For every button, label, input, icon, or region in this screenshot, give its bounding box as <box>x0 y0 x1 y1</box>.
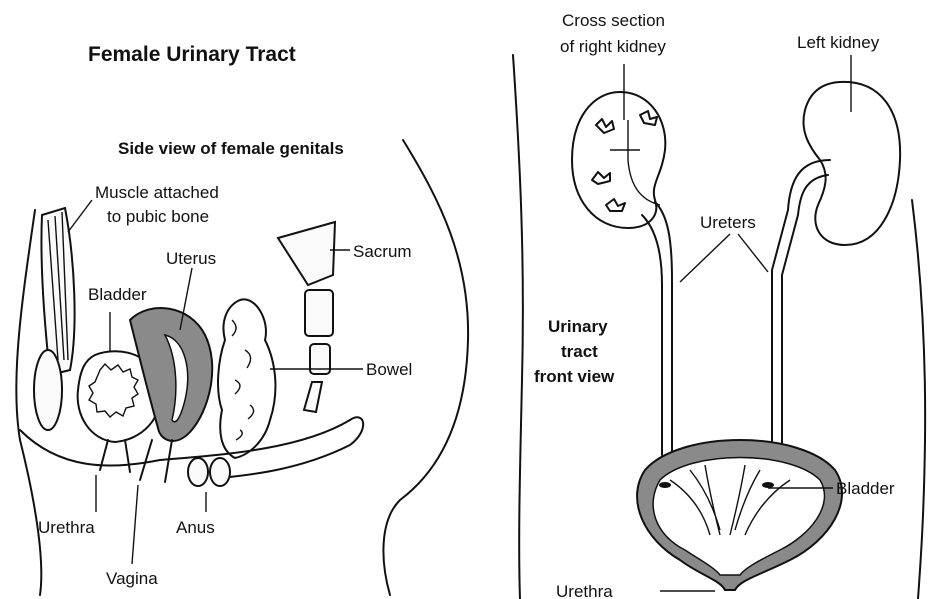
side-view-heading: Side view of female genitals <box>118 139 344 158</box>
diagram-title: Female Urinary Tract <box>88 43 296 66</box>
label-muscle-line2: to pubic bone <box>107 207 209 226</box>
label-anus: Anus <box>176 518 215 537</box>
sacrum-side <box>278 222 335 412</box>
left-panel: Female Urinary Tract Side view of female… <box>16 43 468 595</box>
front-view-heading-line1: Urinary <box>548 317 608 336</box>
label-bladder: Bladder <box>88 285 147 304</box>
label-bladder-front: Bladder <box>836 479 895 498</box>
label-left-kidney: Left kidney <box>797 33 880 52</box>
label-cross-section-line1: Cross section <box>562 11 665 30</box>
body-outline-left <box>513 55 523 599</box>
label-ureters: Ureters <box>700 213 756 232</box>
label-urethra-front: Urethra <box>556 582 613 599</box>
right-panel: Cross section of right kidney Left kidne… <box>513 11 925 599</box>
label-muscle-line1: Muscle attached <box>95 183 219 202</box>
front-view-heading-line2: tract <box>561 342 598 361</box>
right-kidney-cross-section <box>572 92 665 228</box>
ureters <box>642 160 830 455</box>
label-sacrum: Sacrum <box>353 242 412 261</box>
label-cross-section-line2: of right kidney <box>560 37 666 56</box>
front-view-heading-line3: front view <box>534 367 615 386</box>
label-bowel: Bowel <box>366 360 412 379</box>
pubic-muscle <box>34 208 75 430</box>
label-vagina: Vagina <box>106 569 158 588</box>
left-kidney <box>803 82 900 245</box>
bladder-front <box>637 440 842 590</box>
label-uterus: Uterus <box>166 249 216 268</box>
label-urethra: Urethra <box>38 518 95 537</box>
body-outline-right <box>912 200 925 599</box>
